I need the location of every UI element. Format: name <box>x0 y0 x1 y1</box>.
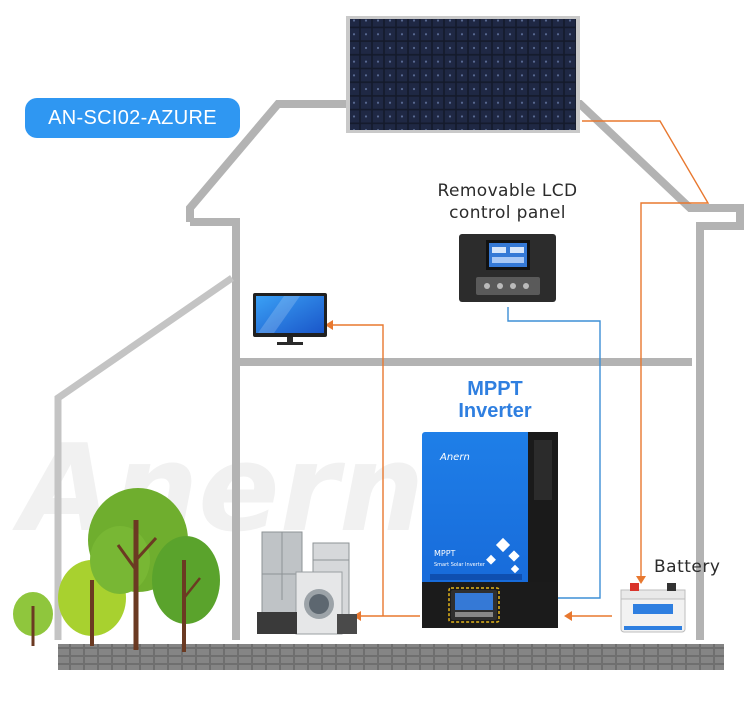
lcd-panel-label-line2: control panel <box>449 203 566 223</box>
lcd-panel-icon <box>459 234 556 302</box>
battery-label: Battery <box>654 557 721 577</box>
annex-outline <box>54 275 234 640</box>
solar-panel-icon <box>346 16 580 133</box>
house-outline <box>186 100 744 640</box>
inverter-icon: Anern MPPT Smart Solar Inverter <box>422 432 558 628</box>
battery-icon <box>620 583 686 633</box>
ground <box>58 644 724 670</box>
inverter-brand: Anern <box>439 452 470 463</box>
appliances-icon <box>257 531 357 635</box>
inverter-title: MPPT Inverter <box>430 378 560 422</box>
watermark-text: Anern <box>12 420 424 559</box>
inverter-title-line2: Inverter <box>458 400 532 422</box>
lcd-panel-label-line1: Removable LCD <box>437 181 578 201</box>
inverter-body-line1: MPPT <box>434 549 456 558</box>
inverter-title-line1: MPPT <box>467 378 523 400</box>
lcd-panel-label: Removable LCD control panel <box>420 180 595 224</box>
tv-icon <box>253 293 327 345</box>
tree-icon <box>13 488 220 652</box>
inverter-body-line2: Smart Solar Inverter <box>434 562 486 568</box>
orange-wires <box>332 120 710 617</box>
model-badge: AN-SCI02-AZURE <box>25 98 240 138</box>
blue-wire <box>507 307 601 599</box>
